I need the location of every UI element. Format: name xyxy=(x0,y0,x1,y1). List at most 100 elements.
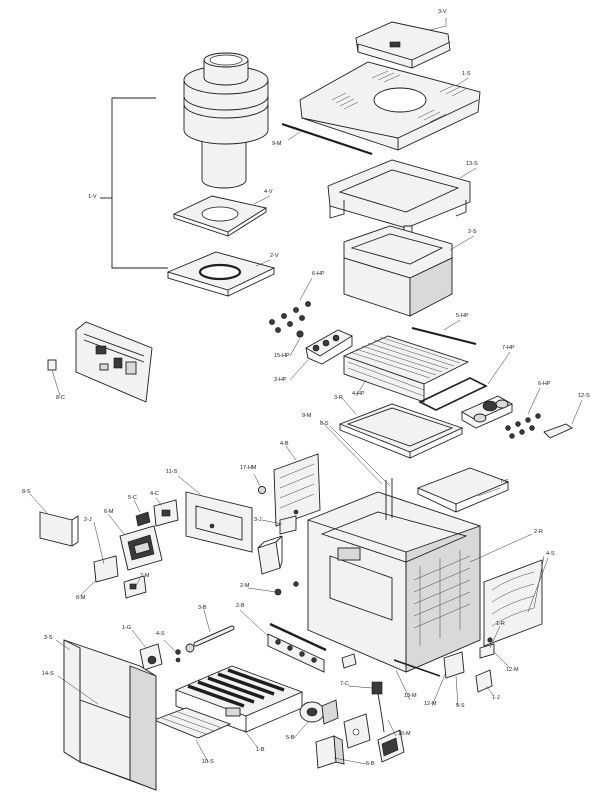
part-1s-top-cover xyxy=(299,61,481,151)
label-10s: 10-S xyxy=(202,759,214,765)
part-5hp-rod xyxy=(411,327,477,345)
label-6hp-top: 6-HP xyxy=(312,271,325,277)
part-12m-bracket-low xyxy=(443,651,465,679)
part-1b-burner-tray xyxy=(174,665,304,733)
part-4s-side-panel-right xyxy=(483,559,543,647)
part-main-cabinet-frame xyxy=(307,478,481,673)
part-5s-access-plate xyxy=(343,713,371,749)
part-1j-connector xyxy=(475,669,493,693)
part-2s-combustion-box xyxy=(343,225,453,317)
label-11s: 11-S xyxy=(166,469,178,475)
label-1v: 1-V xyxy=(88,194,97,200)
label-1r: 1-R xyxy=(496,621,505,627)
part-17hm-ring xyxy=(257,485,267,495)
label-2v: 2-V xyxy=(270,253,279,259)
part-11s-control-bracket xyxy=(185,491,253,553)
part-1v-vent-assembly xyxy=(183,52,269,189)
label-10m: 10-M xyxy=(398,731,411,737)
label-1j: 1-J xyxy=(492,695,500,701)
label-12m-r: 12-M xyxy=(506,667,519,673)
part-7hp-gasket xyxy=(418,377,488,411)
part-6m-display-module xyxy=(119,525,163,571)
part-6hp-fittings-right xyxy=(505,413,541,439)
part-5c-4c-components xyxy=(135,499,179,527)
part-8s-cover-plate xyxy=(39,511,79,547)
label-12s: 12-S xyxy=(578,393,590,399)
label-4v: 4-V xyxy=(264,189,273,195)
label-6hp-right: 6-HP xyxy=(538,381,551,387)
label-1s: 1-S xyxy=(462,71,471,77)
label-1g: 1-G xyxy=(122,625,132,631)
part-9m-rod xyxy=(281,122,373,156)
label-9m-mid: 9-M xyxy=(302,413,312,419)
label-13s: 13-S xyxy=(466,161,478,167)
label-15hp: 15-HP xyxy=(274,353,290,359)
label-6s: 6-S xyxy=(320,421,329,427)
part-6hp-fittings-top xyxy=(269,301,311,338)
part-3j-bracket xyxy=(279,515,297,535)
label-4s: 4-S xyxy=(546,551,555,557)
part-7c-pressure-switch xyxy=(371,681,405,763)
part-10s-heat-shield xyxy=(152,707,232,739)
part-2m-bracket-rod xyxy=(393,659,441,677)
label-5c: 5-C xyxy=(128,495,137,501)
part-control-board xyxy=(47,321,153,403)
label-3b: 3-B xyxy=(198,605,207,611)
part-1g-gas-valve xyxy=(139,643,163,671)
part-3b-gas-pipe xyxy=(185,625,235,653)
label-8s: 8-S xyxy=(22,489,31,495)
part-4v-vent-plate xyxy=(172,195,268,237)
part-7m-switch xyxy=(123,575,147,599)
part-4s-fitting xyxy=(175,649,181,663)
part-3s-14s-front-door xyxy=(63,639,157,791)
part-transformer-cover xyxy=(257,535,299,596)
part-heat-exchanger-header-left xyxy=(305,329,353,365)
label-7hp: 7-HP xyxy=(502,345,515,351)
label-4hp: 4-HP xyxy=(352,391,365,397)
label-3r: 3-R xyxy=(334,395,343,401)
part-inlet-outlet-header xyxy=(461,395,513,429)
label-3s: 3-S xyxy=(44,635,53,641)
label-5hp: 5-HP xyxy=(456,313,469,319)
part-3v-vent-cap xyxy=(355,21,451,69)
label-7c: 7-C xyxy=(340,681,349,687)
label-4b: 4-B xyxy=(280,441,289,447)
label-3v: 3-V xyxy=(438,9,447,15)
part-2b-burner-manifold xyxy=(267,622,327,673)
part-8m-cover xyxy=(93,555,119,583)
label-7s: 7-S xyxy=(500,479,509,485)
part-4b-side-heat-panel xyxy=(273,453,321,527)
leader-lines xyxy=(29,18,583,765)
label-12m-low: 12-M xyxy=(424,701,437,707)
part-4hp-heat-exchanger xyxy=(342,335,470,403)
part-1r-clip xyxy=(479,643,495,659)
label-13m: 13-M xyxy=(404,693,417,699)
part-2v-gasket-plate xyxy=(166,251,276,297)
label-4s-low: 4-S xyxy=(156,631,165,637)
label-14s: 14-S xyxy=(42,671,54,677)
label-4c: 4-C xyxy=(150,491,159,497)
vent-assembly-bracket xyxy=(100,97,168,269)
part-12s-clip xyxy=(543,423,573,439)
label-5b: 5-B xyxy=(286,735,295,741)
part-5b-blower xyxy=(299,699,339,725)
label-7m: 7-M xyxy=(140,573,150,579)
label-6b: 6-B xyxy=(366,761,375,767)
label-2b: 2-B xyxy=(236,603,245,609)
label-3j: 3-J xyxy=(254,517,262,523)
label-9m: 9-M xyxy=(272,141,282,147)
label-6m: 6-M xyxy=(104,509,114,515)
label-1b: 1-B xyxy=(256,747,265,753)
label-2s: 2-S xyxy=(468,229,477,235)
label-3hp: 3-HP xyxy=(274,377,287,383)
label-2j: 2-J xyxy=(84,517,92,523)
label-17hm: 17-HM xyxy=(240,465,257,471)
part-6b-igniter-box xyxy=(315,735,345,769)
label-2m: 2-M xyxy=(240,583,250,589)
part-3r-tray xyxy=(338,403,464,459)
part-7s-back-panel xyxy=(416,467,510,513)
part-13m-clamp xyxy=(341,653,357,669)
label-8m: 8-M xyxy=(76,595,86,601)
